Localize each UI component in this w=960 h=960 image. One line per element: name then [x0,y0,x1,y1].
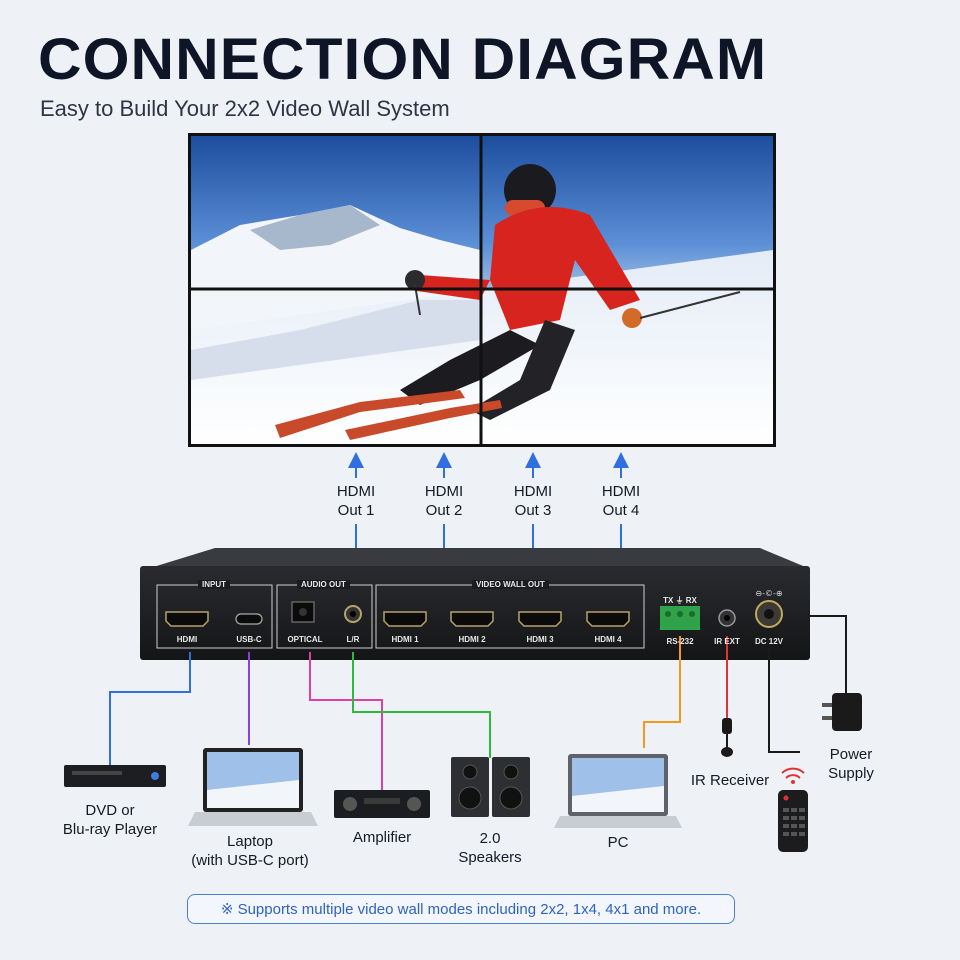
hdmi-out-3-label: HDMI Out 3 [513,483,553,519]
port-label-ir-ext: IR EXT [714,637,740,646]
port-label-hdmi-2: HDMI 2 [458,635,486,644]
cables [109,615,847,795]
port-label-hdmi-3: HDMI 3 [526,635,554,644]
support-note: ※ Supports multiple video wall modes inc… [187,894,735,924]
hdmi-out-4-label: HDMI Out 4 [601,483,641,519]
power-supply-label: Power Supply [828,746,874,782]
port-label-dc-12v: DC 12V [754,637,783,646]
port-label-lr: L/R [346,635,360,644]
port-label-hdmi-4: HDMI 4 [594,635,622,644]
ir-receiver-label: IR Receiver [690,772,770,789]
port-label-rs232: RS-232 [666,637,694,646]
pc-icon [554,754,682,828]
input-group-label: INPUT [198,580,230,589]
speakers-icon [451,757,530,817]
port-label-usbc: USB-C [236,635,262,644]
video-wall-out-group-label: VIDEO WALL OUT [472,580,549,589]
power-supply-icon [822,693,862,731]
remote-control-icon [778,767,808,852]
amplifier-icon [334,790,430,818]
port-label-optical: OPTICAL [287,635,323,644]
amplifier-label: Amplifier [352,829,412,846]
hdmi-out-2-label: HDMI Out 2 [424,483,464,519]
video-wall [188,133,776,447]
port-label-txrx: TX ⏚ RX [663,596,697,605]
hdmi-out-1-label: HDMI Out 1 [336,483,376,519]
page-subtitle: Easy to Build Your 2x2 Video Wall System [40,96,450,121]
video-wall-controller: ⊖-©-⊕ [140,548,810,660]
audio-out-group-label: AUDIO OUT [297,580,350,589]
dvd-player-label: DVD or Blu-ray Player [62,802,158,838]
laptop-label: Laptop (with USB-C port) [191,833,309,869]
speakers-label: 2.0 Speakers [458,830,522,866]
page-title: CONNECTION DIAGRAM [38,27,768,92]
svg-text:⊖-©-⊕: ⊖-©-⊕ [755,589,782,598]
laptop-icon [188,748,318,826]
port-label-hdmi: HDMI [176,635,198,644]
ir-receiver-icon [721,718,733,757]
dvd-player-icon [64,765,166,787]
skier-image [275,164,741,440]
pc-label: PC [607,834,629,851]
port-label-hdmi-1: HDMI 1 [391,635,419,644]
